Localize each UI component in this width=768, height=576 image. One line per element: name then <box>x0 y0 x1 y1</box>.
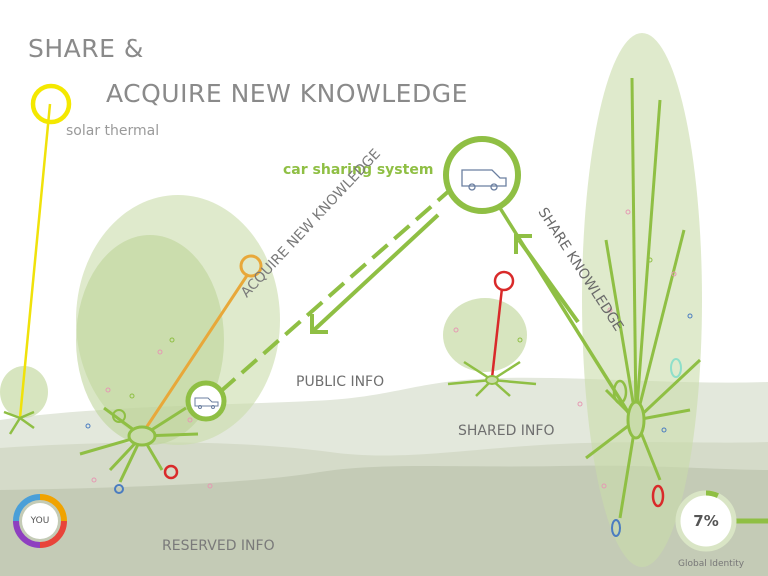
title-line-2: ACQUIRE NEW KNOWLEDGE <box>106 79 468 108</box>
middle-hub <box>486 376 498 384</box>
you-badge-label[interactable]: YOU <box>25 516 55 526</box>
left-hub <box>129 427 155 445</box>
solar-node <box>33 86 69 122</box>
public-info-label: PUBLIC INFO <box>296 374 384 390</box>
middle-bubble <box>443 298 527 372</box>
global-identity-value[interactable]: 7% <box>683 512 729 530</box>
middle-red-node <box>495 272 513 290</box>
solar-thermal-label: solar thermal <box>66 123 159 139</box>
acquire-arrow <box>312 215 438 332</box>
global-identity-label: Global Identity <box>678 559 744 569</box>
right-hub <box>628 402 644 438</box>
title-line-1: SHARE & <box>28 34 144 63</box>
left-car-node <box>188 383 224 419</box>
global-identity-progress <box>706 493 718 496</box>
reserved-info-label: RESERVED INFO <box>162 538 275 554</box>
car-sharing-node <box>446 139 518 211</box>
shared-info-label: SHARED INFO <box>458 423 554 439</box>
